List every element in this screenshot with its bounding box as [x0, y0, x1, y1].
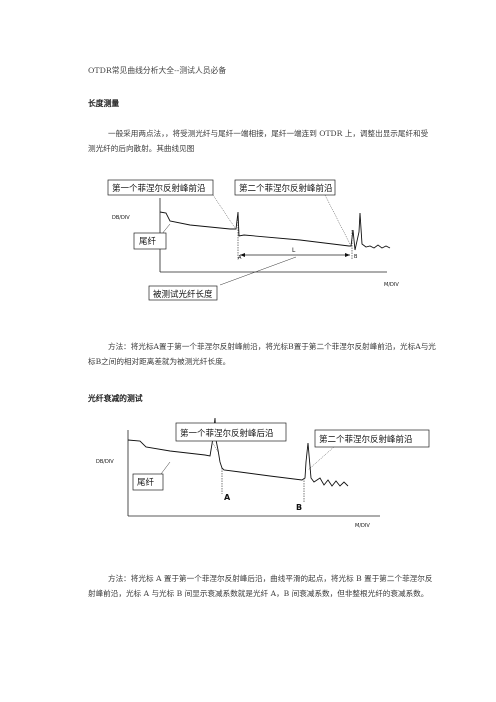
section-heading-attenuation: 光纤衰减的测试	[88, 394, 143, 403]
x-axis-label: M/DIV	[384, 282, 399, 288]
paragraph-length-method: 方法：将光标A置于第一个菲涅尔反射峰前沿，将光标B置于第二个菲涅尔反射峰前沿，光…	[88, 342, 436, 366]
label-fiber-length: 被测试光纤长度	[153, 289, 213, 300]
section-heading-length: 长度测量	[88, 99, 120, 108]
label-first-rear: 第一个菲涅尔反射峰后沿	[180, 428, 274, 439]
label-first-front: 第一个菲涅尔反射峰前沿	[112, 183, 206, 194]
marker-b-2: B	[296, 503, 302, 512]
paragraph-length-intro: 一般采用两点法，，将受测光纤与尾纤一端相接，尾纤一端连到 OTDR 上，调整出显…	[88, 129, 429, 153]
label-second-front: 第二个菲涅尔反射峰前沿	[239, 183, 333, 194]
label-second-front-2: 第二个菲涅尔反射峰前沿	[319, 434, 413, 445]
marker-b: B	[354, 254, 358, 260]
document-title: OTDR常见曲线分析大全--测试人员必备	[88, 66, 227, 75]
marker-l: L	[292, 247, 296, 254]
paragraph-attenuation-method: 方法：将光标 A 置于第一个菲涅尔反射峰后沿，曲线平滑的起点，将光标 B 置于第…	[88, 574, 433, 598]
marker-a: A	[238, 255, 242, 261]
y-axis-label: DB/DIV	[112, 215, 130, 221]
marker-a-2: A	[224, 493, 231, 502]
label-pigtail: 尾纤	[139, 236, 157, 247]
x-axis-label-2: M/DIV	[355, 523, 370, 529]
y-axis-label-2: DB/DIV	[96, 459, 114, 465]
label-pigtail-2: 尾纤	[137, 477, 155, 488]
